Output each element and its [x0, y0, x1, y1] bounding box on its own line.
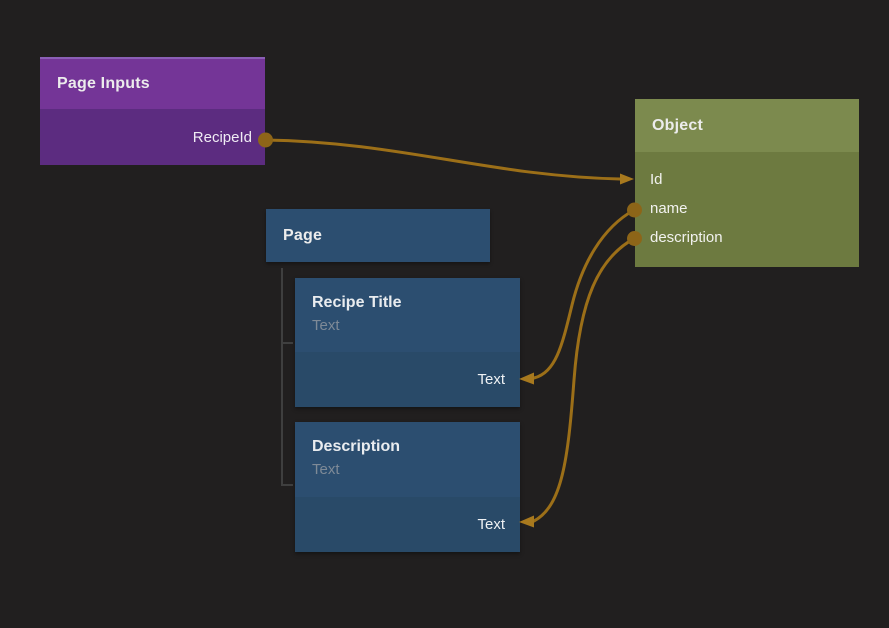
input-port-description-text[interactable]: Text — [477, 516, 505, 533]
connection-wire-description-to-description[interactable] — [532, 236, 637, 523]
node-page-inputs[interactable]: Page Inputs RecipeId — [40, 57, 265, 165]
node-recipe-title-info: Recipe Title Text — [295, 278, 520, 352]
node-description-type: Text — [312, 461, 340, 478]
field-row-name[interactable]: name — [650, 200, 688, 217]
node-description-label: Description — [312, 438, 401, 455]
node-recipe-title-label: Recipe Title — [312, 294, 402, 311]
node-description[interactable]: Description Text Text — [295, 422, 520, 552]
arrowhead-into-recipe-title-text — [519, 372, 534, 385]
node-object[interactable]: Object Id name description — [635, 99, 859, 267]
node-recipe-title-port-row: Text — [295, 352, 520, 407]
node-recipe-title-type: Text — [312, 317, 340, 334]
node-page-inputs-title: Page Inputs — [40, 57, 265, 109]
node-description-info: Description Text — [295, 422, 520, 497]
node-object-body: Id name description — [635, 152, 859, 267]
node-page-inputs-body: RecipeId — [40, 109, 265, 165]
field-row-description[interactable]: description — [650, 229, 723, 246]
output-port-recipeid[interactable]: RecipeId — [192, 128, 252, 146]
node-object-title: Object — [635, 99, 859, 152]
node-page[interactable]: Page — [266, 209, 490, 262]
tree-connector-vertical — [281, 268, 283, 486]
input-port-recipe-title-text[interactable]: Text — [477, 371, 505, 388]
field-row-id[interactable]: Id — [650, 171, 663, 188]
tree-connector-tick-recipe-title — [281, 342, 293, 344]
connection-wire-name-to-recipe-title[interactable] — [532, 208, 636, 380]
node-page-title: Page — [283, 226, 323, 244]
tree-connector-tick-description — [281, 484, 293, 486]
node-recipe-title[interactable]: Recipe Title Text Text — [295, 278, 520, 407]
connection-wire-recipeid-to-id[interactable] — [263, 138, 622, 181]
arrowhead-into-id — [620, 173, 634, 185]
node-description-port-row: Text — [295, 497, 520, 552]
arrowhead-into-description-text — [519, 515, 534, 528]
